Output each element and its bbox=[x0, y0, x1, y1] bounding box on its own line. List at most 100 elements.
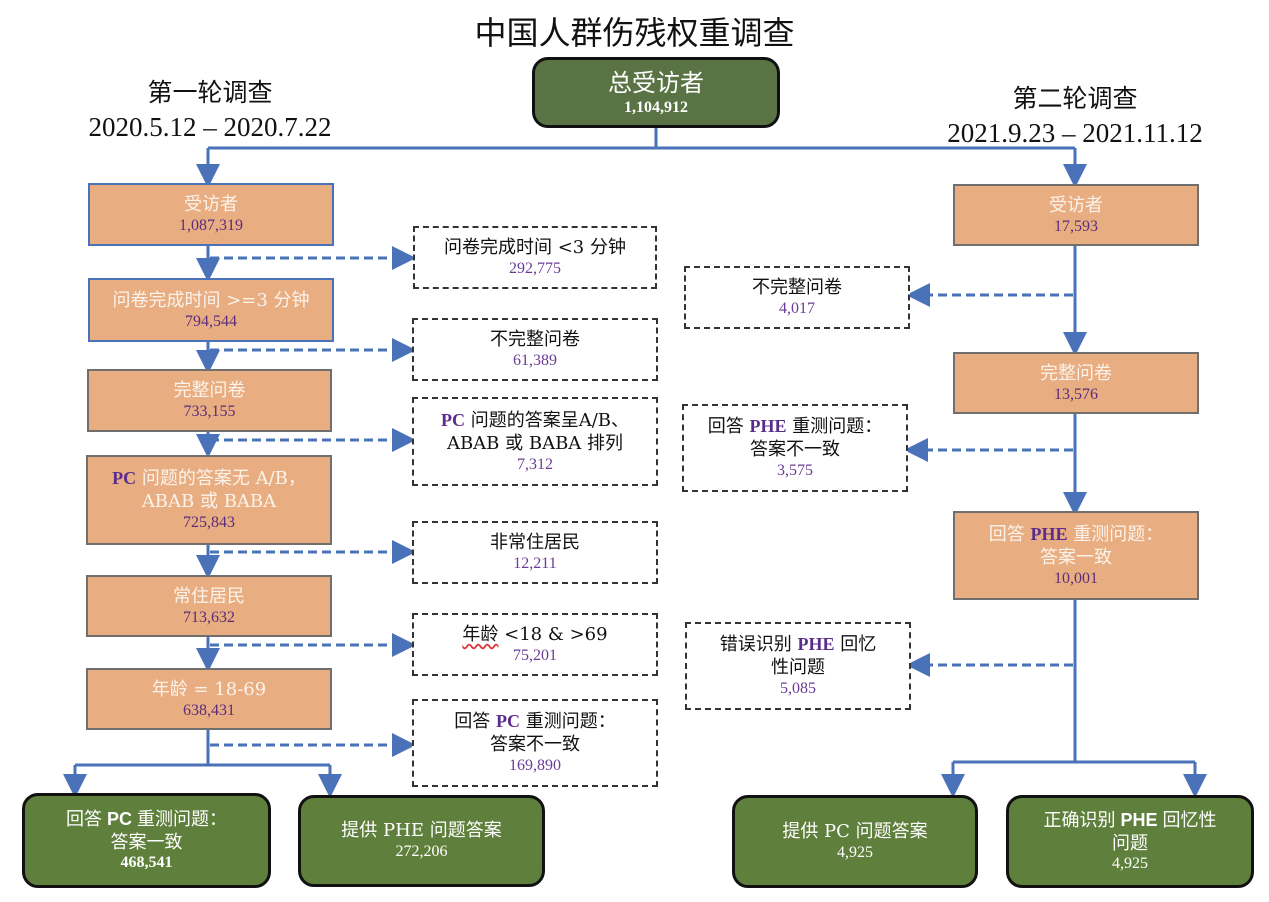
node-label: 完整问卷 bbox=[1040, 362, 1112, 384]
round1-heading: 第一轮调查 2020.5.12 – 2020.7.22 bbox=[60, 76, 360, 144]
node-count: 468,541 bbox=[120, 854, 173, 871]
keyword-phe: PHE bbox=[1030, 523, 1068, 544]
r2-step-complete-questionnaire: 完整问卷 13,576 bbox=[953, 352, 1199, 414]
label-part: 正确识别 bbox=[1043, 810, 1121, 830]
label-part: 重测问题： bbox=[786, 416, 883, 437]
r1-step-pc-pattern-ok: PC 问题的答案无 A/B， ABAB 或 BABA 725,843 bbox=[86, 455, 332, 545]
label-part: 回答 bbox=[65, 809, 107, 829]
node-count: 5,085 bbox=[780, 680, 816, 697]
round2-dates: 2021.9.23 – 2021.11.12 bbox=[947, 118, 1203, 148]
r1-split-connector bbox=[75, 730, 330, 767]
node-label: 不完整问卷 bbox=[752, 277, 842, 298]
node-count: 4,017 bbox=[779, 300, 815, 317]
node-label: 受访者 bbox=[184, 194, 238, 215]
node-label: 提供 PC 问题答案 bbox=[782, 820, 928, 842]
node-count: 4,925 bbox=[837, 843, 873, 861]
node-count: 75,201 bbox=[513, 647, 557, 664]
r2-excl-incomplete: 不完整问卷 4,017 bbox=[684, 266, 910, 329]
node-count: 638,431 bbox=[183, 701, 235, 719]
r1-excl-non-resident: 非常住居民 12,211 bbox=[412, 521, 658, 584]
node-count: 13,576 bbox=[1054, 385, 1098, 403]
node-label: 回答 PC 重测问题： bbox=[454, 710, 615, 733]
node-label-line2: 答案不一致 bbox=[490, 734, 580, 755]
r1-step-complete-questionnaire: 完整问卷 733,155 bbox=[87, 369, 332, 432]
node-label: 回答 PC 重测问题： bbox=[66, 808, 227, 831]
r2-excl-phe-recall-wrong: 错误识别 PHE 回忆 性问题 5,085 bbox=[685, 622, 911, 710]
node-count: 169,890 bbox=[509, 757, 561, 774]
node-label: 非常住居民 bbox=[490, 532, 580, 553]
r1-step-respondents: 受访者 1,087,319 bbox=[88, 183, 334, 246]
node-label: 不完整问卷 bbox=[490, 329, 580, 350]
node-label-line2: 问题 bbox=[1112, 833, 1148, 853]
label-part: 错误识别 bbox=[719, 634, 798, 655]
node-count: 725,843 bbox=[183, 514, 235, 531]
node-count: 292,775 bbox=[509, 260, 561, 277]
r1-step-residents: 常住居民 713,632 bbox=[86, 575, 332, 637]
label-part: 问题的答案呈A/B、 bbox=[464, 409, 629, 431]
r1-excl-short-time: 问卷完成时间 <3 分钟 292,775 bbox=[413, 226, 657, 289]
keyword-pc: PC bbox=[112, 468, 137, 488]
r2-result-phe-recall-correct: 正确识别 PHE 回忆性 问题 4,925 bbox=[1006, 795, 1254, 888]
keyword-pc: PC bbox=[496, 711, 520, 731]
spellcheck-underlined-word: 年龄 bbox=[462, 624, 499, 645]
node-label: 年龄 = 18-69 bbox=[151, 678, 267, 700]
node-count: 1,104,912 bbox=[624, 98, 688, 116]
label-part: 重测问题： bbox=[520, 711, 616, 732]
root-node-total-respondents: 总受访者 1,104,912 bbox=[532, 57, 780, 128]
keyword-pc: PC bbox=[440, 409, 465, 430]
node-label: 提供 PHE 问题答案 bbox=[341, 820, 502, 841]
r2-split-connector bbox=[953, 600, 1195, 764]
node-label: 年龄 <18 & >69 bbox=[462, 623, 607, 646]
node-label: 回答 PHE 重测问题： bbox=[989, 523, 1163, 546]
label-part: 回答 bbox=[707, 416, 750, 437]
node-label-line2: ABAB 或 BABA 排列 bbox=[446, 432, 624, 454]
node-label: 正确识别 PHE 回忆性 bbox=[1043, 809, 1216, 832]
node-count: 17,593 bbox=[1054, 217, 1098, 235]
node-label-line2: 答案不一致 bbox=[750, 439, 840, 460]
node-count: 794,544 bbox=[185, 312, 237, 330]
r1-excl-pc-pattern: PC 问题的答案呈A/B、 ABAB 或 BABA 排列 7,312 bbox=[412, 397, 658, 486]
keyword-pc: PC bbox=[106, 809, 132, 829]
node-count: 713,632 bbox=[183, 608, 235, 626]
page-title: 中国人群伤残权重调查 bbox=[474, 14, 795, 52]
node-label: PC 问题的答案呈A/B、 bbox=[441, 409, 629, 432]
r2-excl-phe-inconsistent: 回答 PHE 重测问题： 答案不一致 3,575 bbox=[682, 404, 908, 492]
node-label-line2: ABAB 或 BABA bbox=[141, 491, 277, 512]
r1-excl-age: 年龄 <18 & >69 75,201 bbox=[412, 613, 658, 676]
round1-title: 第一轮调查 bbox=[147, 78, 273, 107]
node-count: 12,211 bbox=[513, 555, 557, 572]
node-count: 61,389 bbox=[513, 352, 557, 369]
r1-step-age-18-69: 年龄 = 18-69 638,431 bbox=[86, 668, 332, 730]
node-count: 1,087,319 bbox=[179, 217, 243, 234]
node-label: 受访者 bbox=[1049, 194, 1103, 216]
r1-excl-pc-retest-inconsistent: 回答 PC 重测问题： 答案不一致 169,890 bbox=[412, 699, 658, 787]
node-label: 问卷完成时间 <3 分钟 bbox=[444, 237, 626, 258]
keyword-phe: PHE bbox=[1120, 810, 1158, 830]
label-part: 回忆 bbox=[834, 634, 877, 655]
node-label: 完整问卷 bbox=[173, 380, 246, 401]
node-label-line2: 答案一致 bbox=[1040, 546, 1112, 568]
label-part: 重测问题： bbox=[132, 809, 228, 829]
node-count: 3,575 bbox=[777, 462, 813, 479]
node-label: 回答 PHE 重测问题： bbox=[708, 415, 882, 438]
keyword-phe: PHE bbox=[797, 634, 835, 654]
r1-excl-incomplete: 不完整问卷 61,389 bbox=[412, 318, 658, 381]
label-part: 重测问题： bbox=[1067, 523, 1164, 545]
r1-result-pc-consistent: 回答 PC 重测问题： 答案一致 468,541 bbox=[22, 793, 271, 888]
r2-step-respondents: 受访者 17,593 bbox=[953, 184, 1199, 246]
node-label: 总受访者 bbox=[608, 68, 704, 97]
node-label: 常住居民 bbox=[173, 585, 245, 607]
round2-title: 第二轮调查 bbox=[1012, 84, 1138, 113]
r2-step-phe-consistent: 回答 PHE 重测问题： 答案一致 10,001 bbox=[953, 511, 1199, 600]
node-label: PC 问题的答案无 A/B， bbox=[112, 467, 306, 490]
r2-result-pc-answers: 提供 PC 问题答案 4,925 bbox=[732, 795, 978, 888]
round2-heading: 第二轮调查 2021.9.23 – 2021.11.12 bbox=[920, 82, 1230, 150]
label-part: 问题的答案无 A/B， bbox=[136, 468, 306, 489]
node-label-line2: 性问题 bbox=[771, 657, 825, 678]
root-connector bbox=[208, 128, 1075, 150]
node-label: 问卷完成时间 >=3 分钟 bbox=[112, 289, 310, 311]
node-count: 733,155 bbox=[183, 403, 236, 420]
keyword-phe: PHE bbox=[749, 416, 787, 436]
label-part: 回答 bbox=[454, 711, 496, 732]
